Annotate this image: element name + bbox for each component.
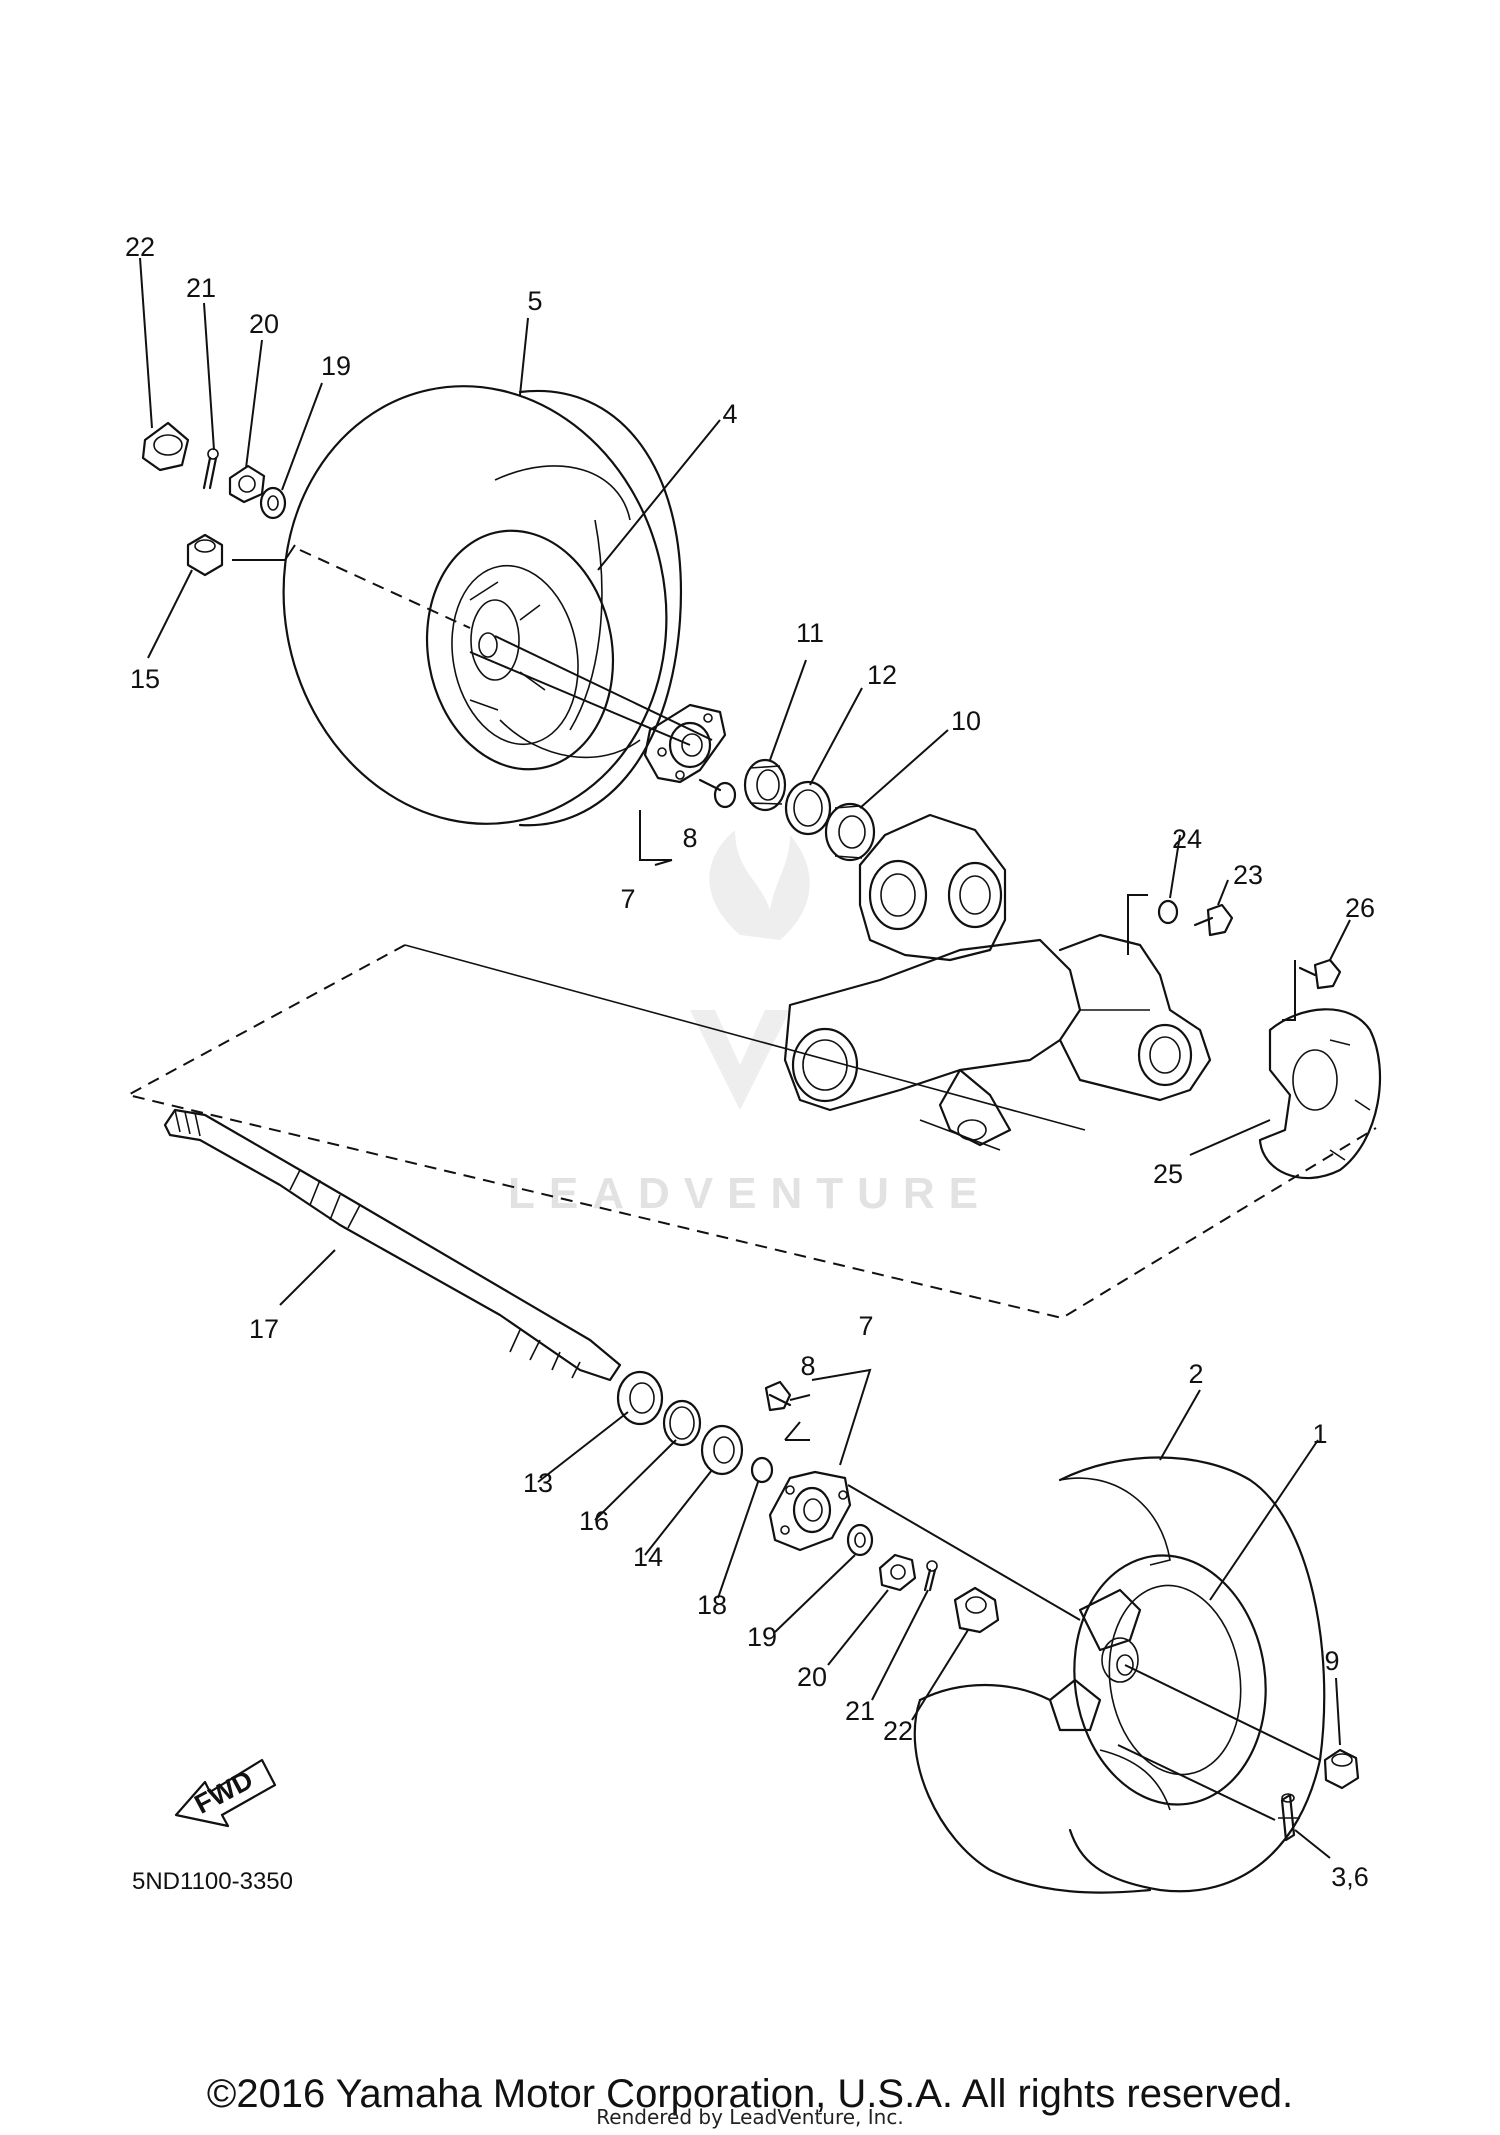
part-19-washer-lower[interactable]: [846, 1523, 874, 1557]
part-7-hub-lower[interactable]: [768, 1470, 852, 1552]
label-20-top: 20: [249, 309, 279, 339]
label-15: 15: [130, 664, 160, 694]
watermark-text: LEADVENTURE: [508, 1169, 992, 1218]
label-7-lower: 7: [858, 1311, 873, 1341]
label-8-top: 8: [682, 823, 697, 853]
label-22-top: 22: [125, 232, 155, 262]
label-19-lower: 19: [747, 1622, 777, 1652]
rendered-by-notice: Rendered by LeadVenture, Inc.: [596, 2105, 904, 2129]
assembly-line-wheel-nut: [299, 549, 471, 629]
part-13-bearing-lower[interactable]: [616, 1370, 664, 1426]
label-13: 13: [523, 1468, 553, 1498]
part-3-6-valve-stem[interactable]: [1278, 1793, 1300, 1842]
part-22-hub-cap-lower[interactable]: [953, 1586, 1000, 1634]
fwd-direction-arrow: FWD: [174, 1758, 277, 1828]
label-20-lower: 20: [797, 1662, 827, 1692]
part-23-bolt[interactable]: [1193, 903, 1234, 937]
part-1-wheel-rim-lower[interactable]: [1048, 1543, 1281, 1817]
label-21-top: 21: [186, 273, 216, 303]
label-4: 4: [722, 399, 737, 429]
label-14: 14: [633, 1542, 663, 1572]
part-8-bolt-lower[interactable]: [764, 1380, 792, 1412]
label-24: 24: [1172, 824, 1202, 854]
label-17: 17: [249, 1314, 279, 1344]
part-24-washer[interactable]: [1157, 899, 1179, 925]
label-26: 26: [1345, 893, 1375, 923]
part-19-washer-top[interactable]: [259, 486, 287, 520]
label-12: 12: [867, 660, 897, 690]
copyright-notice: ©2016 Yamaha Motor Corporation, U.S.A. A…: [206, 2072, 1294, 2116]
label-11: 11: [796, 618, 824, 648]
part-11-oil-seal-top[interactable]: [743, 758, 787, 812]
part-18-o-ring[interactable]: [750, 1456, 774, 1484]
part-4-wheel-rim-top[interactable]: [409, 516, 632, 784]
part-7-hub-top[interactable]: [643, 703, 727, 784]
part-8-bolt-top[interactable]: [698, 778, 737, 809]
part-14-oil-seal-lower[interactable]: [700, 1424, 744, 1476]
label-8-lower: 8: [800, 1351, 815, 1381]
part-9-wheel-nut-lower[interactable]: [1323, 1748, 1360, 1790]
label-23: 23: [1233, 860, 1263, 890]
label-5: 5: [527, 286, 542, 316]
label-22-lower: 22: [883, 1716, 913, 1746]
label-21-lower: 21: [845, 1696, 875, 1726]
label-1: 1: [1312, 1419, 1327, 1449]
label-9: 9: [1324, 1646, 1339, 1676]
label-16: 16: [579, 1506, 609, 1536]
fwd-label: FWD: [190, 1764, 258, 1819]
part-number-labels: 22 21 20 19 5 4 15 11 12 10 8 7 24 23 26…: [125, 232, 1375, 1892]
leadventure-watermark-logo: LEADVENTURE: [508, 830, 992, 1218]
part-22-hub-cap-top[interactable]: [141, 421, 190, 472]
part-17-rear-axle[interactable]: [163, 1108, 622, 1382]
part-20-axle-nut-lower[interactable]: [878, 1553, 917, 1592]
part-5-tire-rear-top[interactable]: [243, 350, 706, 859]
part-21-cotter-pin-lower[interactable]: [923, 1560, 938, 1592]
part-2-tire-lower[interactable]: [913, 1456, 1326, 1894]
label-25: 25: [1153, 1159, 1183, 1189]
part-15-wheel-nut-top[interactable]: [186, 533, 224, 577]
part-10-bearing-top[interactable]: [824, 802, 876, 862]
label-19-top: 19: [321, 351, 351, 381]
part-25-brake-disc-guard[interactable]: [1258, 1008, 1382, 1180]
rear-arm-axle-housing[interactable]: [783, 813, 1212, 1151]
label-2: 2: [1188, 1359, 1203, 1389]
leader-lines: [139, 257, 1351, 1859]
diagram-part-code: 5ND1100-3350: [132, 1868, 294, 1895]
part-20-axle-nut-top[interactable]: [228, 464, 266, 504]
label-10: 10: [951, 706, 981, 736]
assembly-frame-line: [125, 944, 1377, 1320]
label-18: 18: [697, 1590, 727, 1620]
part-16-circlip-lower[interactable]: [662, 1399, 702, 1447]
part-12-circlip-top[interactable]: [784, 780, 832, 836]
part-21-cotter-pin-top[interactable]: [202, 448, 219, 490]
part-26-bolt[interactable]: [1298, 958, 1342, 990]
label-7-top: 7: [620, 884, 635, 914]
label-3-6: 3,6: [1331, 1862, 1369, 1892]
